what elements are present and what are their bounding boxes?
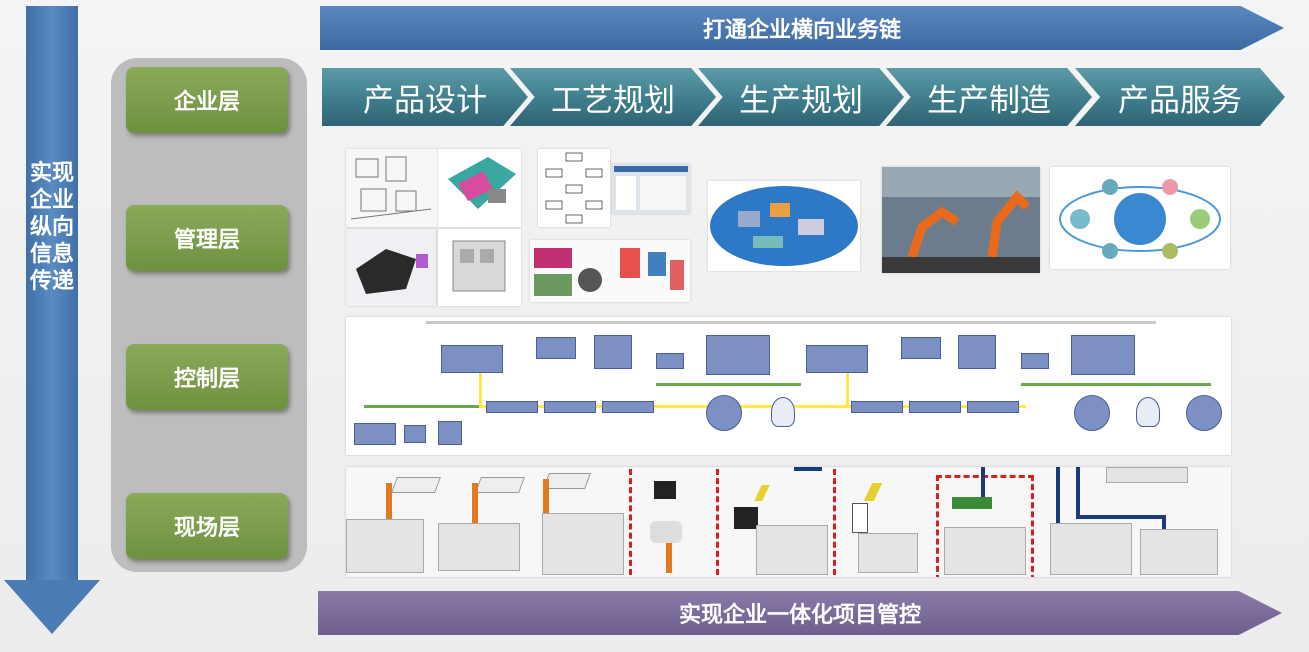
design-sketch-image (346, 149, 438, 227)
process-step-manufacturing: 生产制造 (886, 68, 1092, 126)
software-screen-image (612, 164, 690, 214)
drive-icon-2 (1071, 335, 1135, 375)
cnc-machine-icon-3 (542, 513, 624, 575)
io-module-icon-2 (544, 401, 596, 413)
mechanical-part-image (346, 229, 436, 306)
gateway-icon-2 (475, 477, 525, 493)
hmi-icon-2 (958, 335, 996, 369)
lamp-icon-2 (1136, 397, 1160, 427)
pump-icon-2 (1074, 395, 1110, 431)
io-module-icon (486, 401, 538, 413)
cad-model-image (438, 149, 521, 227)
process-step-service: 产品服务 (1075, 68, 1285, 126)
layer-control: 控制层 (126, 344, 288, 410)
process-step-design: 产品设计 (322, 68, 528, 126)
nc-card-frame (936, 475, 1034, 577)
flowchart-image (538, 149, 610, 227)
control-network-diagram (346, 317, 1231, 455)
antenna-icon (852, 503, 868, 533)
hmi-icon (594, 335, 632, 369)
process-layout-image (530, 240, 690, 302)
module-icon-2 (901, 337, 941, 359)
cnc-machine-icon-4 (756, 525, 828, 575)
io-module-icon-5 (909, 401, 961, 413)
layer-field: 现场层 (126, 493, 288, 559)
wireless-icon-2 (863, 483, 883, 501)
lamp-icon (771, 397, 795, 427)
cnc-machine-icon-8 (1050, 523, 1132, 575)
meter-icon (438, 421, 462, 445)
bottom-banner: 实现企业一体化项目管控 (318, 591, 1282, 635)
cnc-machine-icon (346, 519, 424, 573)
drive-icon (706, 335, 770, 375)
service-network-image (1050, 167, 1230, 269)
cnc-machine-icon-5 (858, 533, 918, 573)
pump-icon (706, 395, 742, 431)
plc-icon (441, 345, 503, 373)
plc-icon-2 (806, 345, 868, 373)
process-step-process-planning: 工艺规划 (510, 68, 716, 126)
motor-icon (656, 353, 684, 369)
scanner-base-icon (654, 481, 676, 499)
cnc-machine-icon-2 (438, 523, 520, 571)
layer-enterprise: 企业层 (126, 67, 288, 133)
cnc-machine-icon-9 (1140, 529, 1218, 575)
network-card-icon (952, 497, 992, 509)
io-module-icon-4 (851, 401, 903, 413)
process-step-production-planning: 生产规划 (698, 68, 904, 126)
vertical-arrow (26, 6, 78, 582)
factory-layout-image (708, 181, 860, 271)
module-icon (536, 337, 576, 359)
sensor-icon (354, 423, 396, 445)
io-module-icon-3 (602, 401, 654, 413)
component-image (438, 229, 521, 306)
gateway-icon-3 (543, 473, 591, 489)
layer-panel (111, 58, 307, 572)
top-banner: 打通企业横向业务链 (320, 6, 1284, 50)
io-module-icon-6 (967, 401, 1019, 413)
cnc-machine-icon-6 (944, 527, 1026, 575)
wireless-module-icon (734, 507, 758, 529)
vertical-arrow-label: 实现企业纵向信息传递 (29, 161, 74, 294)
wireless-icon (754, 485, 770, 501)
pump-icon-3 (1186, 395, 1222, 431)
gateway-icon (391, 477, 441, 493)
industrial-robot-image (882, 167, 1040, 273)
valve-icon (404, 425, 426, 443)
motor-icon-2 (1021, 353, 1049, 369)
layer-management: 管理层 (126, 205, 288, 271)
cnc-machine-icon-7 (1106, 467, 1188, 483)
barcode-scanner-icon (650, 521, 682, 543)
field-devices-diagram (346, 467, 1231, 577)
vertical-arrow-head (4, 580, 100, 634)
